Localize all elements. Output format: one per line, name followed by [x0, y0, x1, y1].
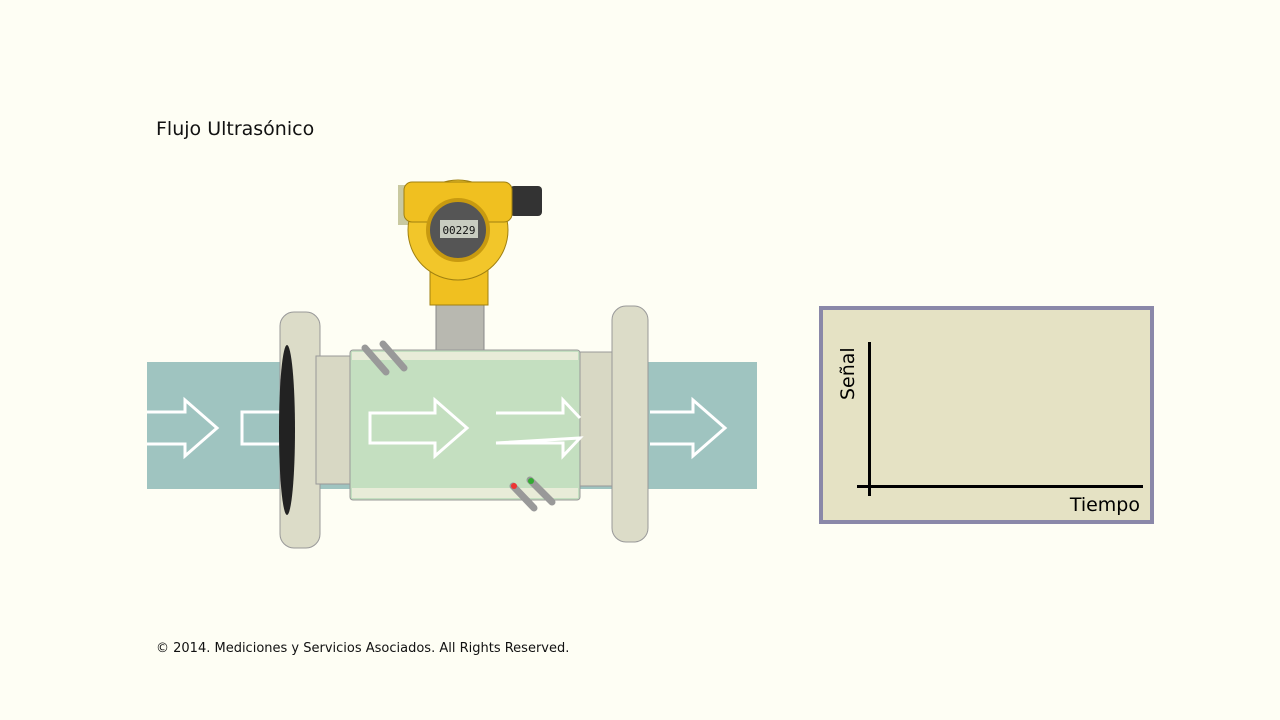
- transducers: [361, 340, 556, 512]
- x-axis: [857, 485, 1143, 488]
- left-collar: [315, 355, 357, 485]
- stem: [435, 299, 485, 356]
- right-flange: [611, 305, 649, 543]
- ultrasonic-flowmeter-diagram: 00229: [147, 179, 757, 549]
- signal-chart: Señal Tiempo: [819, 306, 1154, 524]
- y-axis: [868, 342, 871, 496]
- copyright-footer: © 2014. Mediciones y Servicios Asociados…: [156, 641, 570, 656]
- body-highlight: [352, 352, 578, 360]
- body-highlight: [352, 488, 578, 498]
- green-led-icon: [528, 478, 534, 484]
- flow-arrows-inside: [368, 396, 584, 460]
- page-title: Flujo Ultrasónico: [156, 118, 315, 140]
- red-led-icon: [511, 483, 517, 489]
- y-axis-label: Señal: [837, 347, 859, 400]
- flange-bore: [279, 345, 295, 515]
- transmitter-head: [398, 179, 542, 306]
- x-axis-label: Tiempo: [1069, 494, 1140, 516]
- display-readout: 00229: [442, 224, 475, 237]
